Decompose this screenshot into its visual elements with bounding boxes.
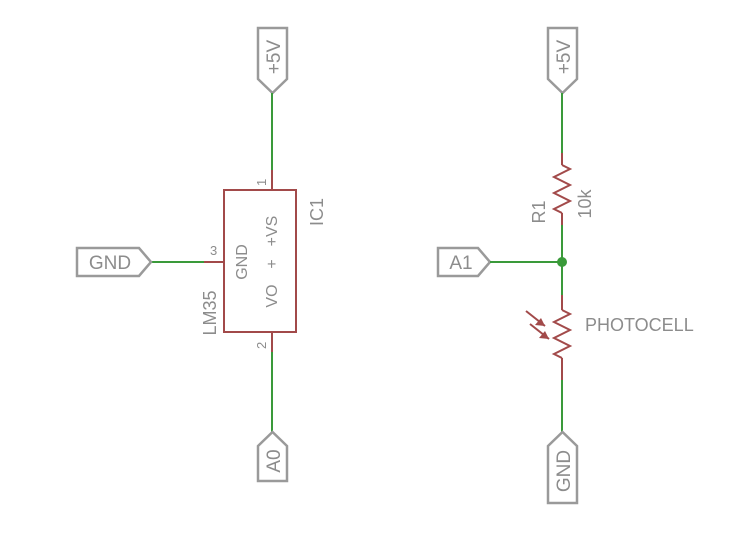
- ic1-pin3-number: 3: [210, 243, 217, 258]
- r1-name: R1: [529, 200, 549, 223]
- ic1-pin-vo-label: VO: [264, 284, 281, 307]
- port-gnd-right-label: GND: [554, 450, 575, 492]
- port-a0-label: A0: [264, 449, 285, 472]
- port-vcc-right-label: +5V: [554, 40, 575, 75]
- ic1-pin-gnd-label: GND: [234, 244, 251, 280]
- port-vcc-left-label: +5V: [264, 40, 285, 75]
- port-vcc-left[interactable]: +5V: [256, 26, 289, 95]
- photocell[interactable]: [551, 295, 573, 380]
- ic1-pin-vs-label: +VS: [264, 216, 281, 247]
- port-a1-label: A1: [449, 253, 472, 274]
- port-vcc-right[interactable]: +5V: [546, 26, 579, 95]
- port-gnd-left-label: GND: [89, 253, 131, 274]
- photocell-name: PHOTOCELL: [585, 315, 694, 335]
- junction-dot: [557, 257, 567, 267]
- port-a1[interactable]: A1: [436, 246, 492, 278]
- light-arrows-icon: [525, 310, 550, 340]
- ic1-value: LM35: [200, 290, 220, 335]
- resistor-r1[interactable]: [551, 153, 573, 225]
- port-gnd-left[interactable]: GND: [75, 246, 153, 278]
- ic1-pin2-number: 2: [254, 342, 269, 349]
- ic1-pin1-number: 1: [254, 179, 269, 186]
- r1-value: 10k: [575, 188, 595, 218]
- port-a0[interactable]: A0: [256, 430, 289, 483]
- ic1-name: IC1: [307, 198, 327, 226]
- port-gnd-right[interactable]: GND: [546, 430, 579, 505]
- ic1-pin-plus-label: +: [264, 259, 281, 268]
